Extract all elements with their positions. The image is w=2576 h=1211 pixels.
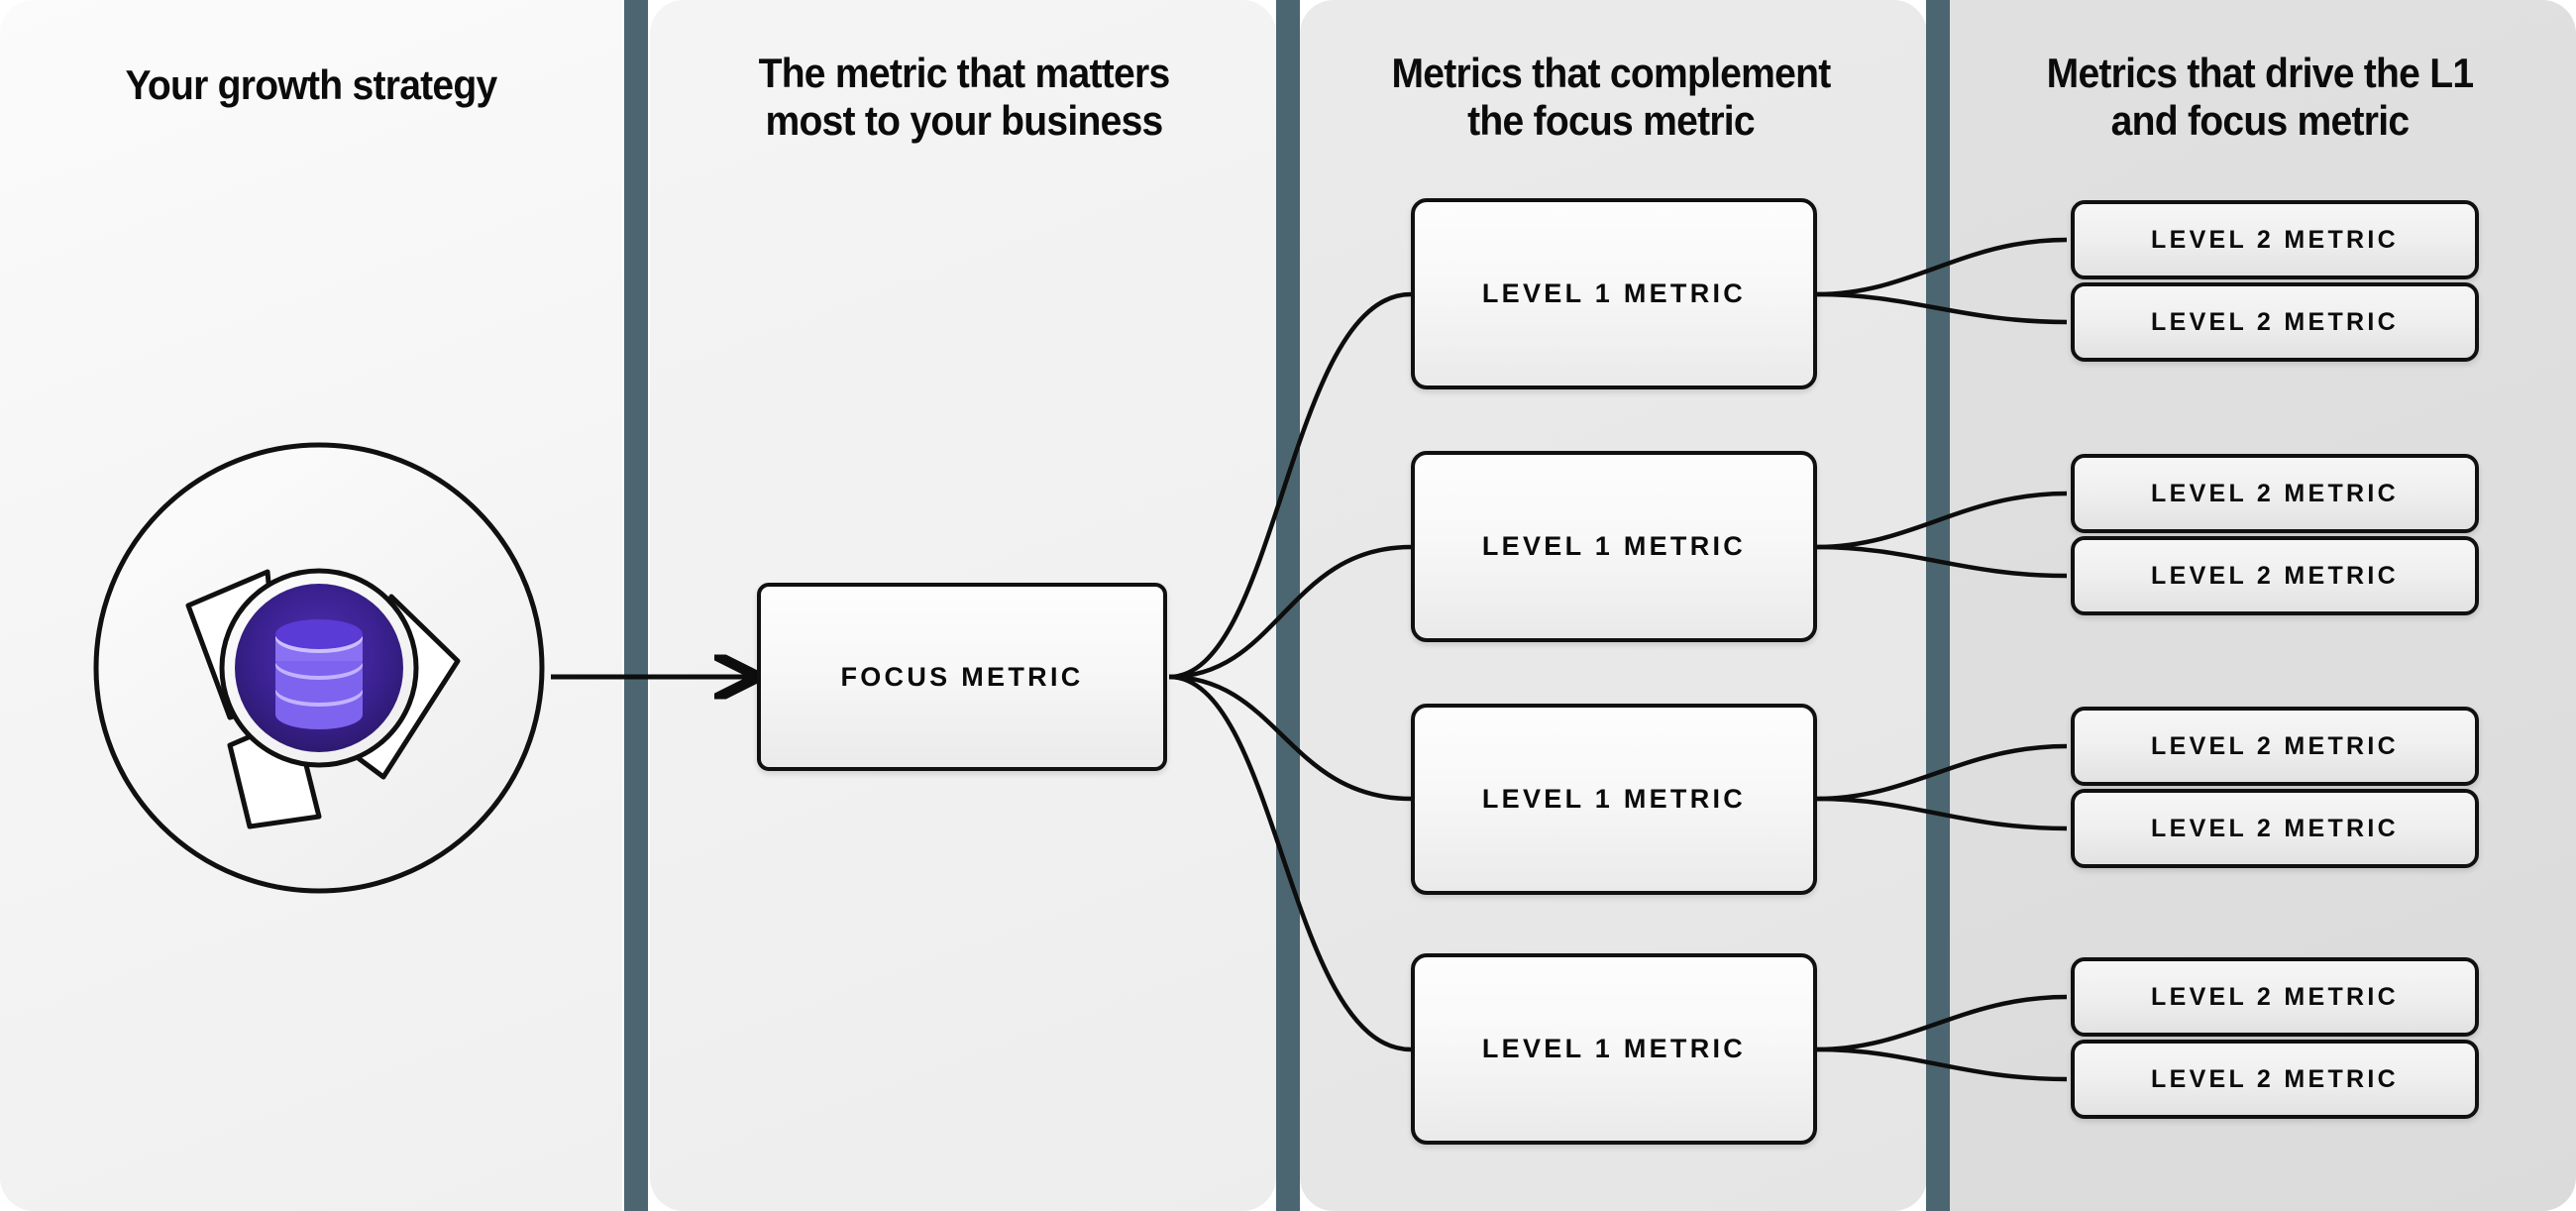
level-2-metric-box[interactable]: LEVEL 2 METRIC <box>2071 200 2479 279</box>
database-icon <box>275 619 363 729</box>
column-separator-3 <box>1926 0 1950 1211</box>
level-1-metric-box[interactable]: LEVEL 1 METRIC <box>1411 704 1817 895</box>
level-2-metric-box[interactable]: LEVEL 2 METRIC <box>2071 454 2479 533</box>
level-1-metric-box[interactable]: LEVEL 1 METRIC <box>1411 198 1817 389</box>
column-heading-growth-strategy: Your growth strategy <box>125 61 497 108</box>
aperture-database-logo <box>93 442 545 894</box>
level-2-metric-box[interactable]: LEVEL 2 METRIC <box>2071 957 2479 1037</box>
focus-metric-box[interactable]: FOCUS METRIC <box>757 583 1167 771</box>
level-2-metric-box[interactable]: LEVEL 2 METRIC <box>2071 707 2479 786</box>
level-2-metric-box[interactable]: LEVEL 2 METRIC <box>2071 282 2479 362</box>
level-1-metric-box[interactable]: LEVEL 1 METRIC <box>1411 953 1817 1145</box>
column-separator-2 <box>1276 0 1300 1211</box>
column-separator-1 <box>624 0 648 1211</box>
level-2-metric-box[interactable]: LEVEL 2 METRIC <box>2071 536 2479 615</box>
level-1-metric-box[interactable]: LEVEL 1 METRIC <box>1411 451 1817 642</box>
level-2-metric-box[interactable]: LEVEL 2 METRIC <box>2071 1040 2479 1119</box>
level-2-metric-box[interactable]: LEVEL 2 METRIC <box>2071 789 2479 868</box>
